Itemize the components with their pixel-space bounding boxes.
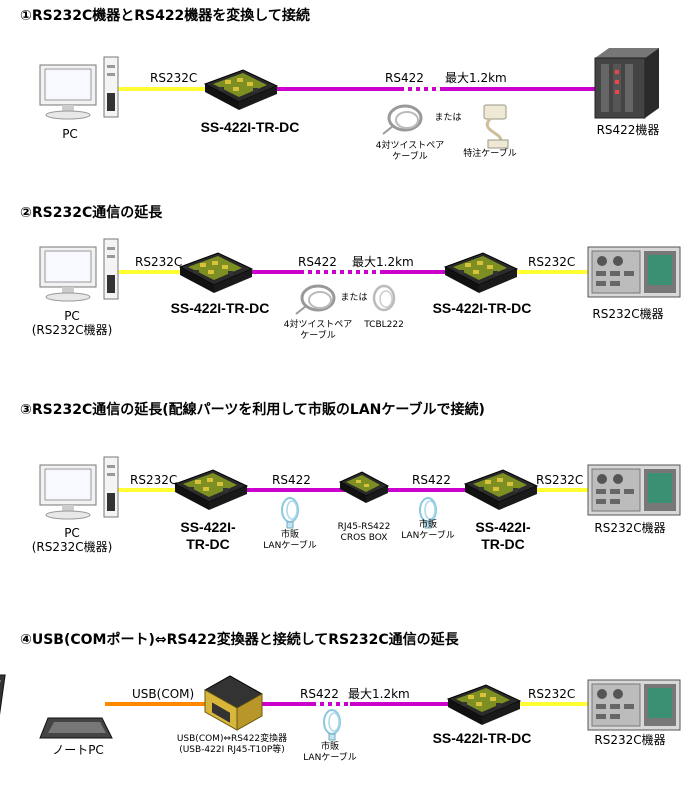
- converter-device-icon: [204, 69, 278, 111]
- section4-converter-line1: USB(COM)⇔RS422変換器: [177, 732, 287, 744]
- section3-device-left-line1: SS-422I-: [180, 519, 236, 535]
- section4-end-device-label: RS232C機器: [594, 732, 665, 747]
- section4-pc-label: ノートPC: [52, 743, 104, 757]
- section4-lan-line1: 市販: [321, 740, 339, 752]
- section2-rs422-label: RS422: [298, 255, 337, 269]
- desktop-pc-icon: [39, 56, 119, 120]
- section3-end-device-label: RS232C機器: [594, 520, 665, 535]
- section1-cable1-line2: ケーブル: [392, 150, 427, 162]
- converter-device-icon: [444, 252, 518, 294]
- desktop-pc-icon: [39, 456, 119, 520]
- rs232c-equipment-icon: [587, 246, 681, 298]
- section2-device-left-model: SS-422I-TR-DC: [171, 300, 270, 316]
- section4-title: ④USB(COMポート)⇔RS422変換器と接続してRS232C通信の延長: [20, 631, 460, 648]
- converter-device-icon: [174, 469, 248, 511]
- section3-title: ③RS232C通信の延長(配線パーツを利用して市販のLANケーブルで接続): [20, 401, 485, 418]
- lan-cable-icon: [323, 709, 341, 741]
- converter-device-icon: [464, 469, 538, 511]
- section4-usb-label: USB(COM): [132, 687, 194, 701]
- twisted-pair-cable-icon: [294, 284, 336, 316]
- section2-cable2-label: TCBL222: [363, 320, 404, 330]
- section1-distance-label: 最大1.2km: [445, 71, 507, 85]
- section2-title: ②RS232C通信の延長: [20, 204, 163, 221]
- section2-device-right-model: SS-422I-TR-DC: [433, 300, 532, 316]
- twisted-pair-cable-icon: [381, 104, 423, 136]
- section1-title: ①RS232C機器とRS422機器を変換して接続: [20, 7, 310, 24]
- converter-device-icon: [447, 684, 521, 726]
- section3-lan-left-line2: LANケーブル: [263, 539, 317, 551]
- section4-lan-line2: LANケーブル: [303, 751, 357, 763]
- section3-lan-right-line1: 市販: [419, 518, 437, 530]
- section4-rs422-label: RS422: [300, 687, 339, 701]
- section1-rs232c-label: RS232C: [150, 71, 197, 85]
- section3-rs232c-right-label: RS232C: [536, 473, 583, 487]
- section1-or-label: または: [434, 112, 461, 123]
- section1-pc-label: PC: [62, 127, 78, 141]
- section1-device-model: SS-422I-TR-DC: [201, 119, 300, 135]
- section2-distance-label: 最大1.2km: [352, 255, 414, 269]
- section3-box-line1: RJ45-RS422: [338, 522, 391, 532]
- section2-or-label: または: [340, 292, 367, 303]
- rs232c-equipment-icon: [587, 679, 681, 731]
- section3-device-left-line2: TR-DC: [186, 536, 230, 552]
- section3-box-line2: CROS BOX: [341, 533, 388, 543]
- section3-pc-line1: PC: [64, 526, 80, 540]
- section4-device-model: SS-422I-TR-DC: [433, 730, 532, 746]
- section3-rs422-left-label: RS422: [272, 473, 311, 487]
- section2-pc-line2: (RS232C機器): [32, 322, 113, 337]
- section3-device-right-line1: SS-422I-: [475, 519, 531, 535]
- section2-rs232c-right-label: RS232C: [528, 255, 575, 269]
- section3-lan-left-line1: 市販: [281, 528, 299, 540]
- section2-pc-line1: PC: [64, 309, 80, 323]
- rs232c-equipment-icon: [587, 464, 681, 516]
- section1-rs422-label: RS422: [385, 71, 424, 85]
- custom-cable-icon: [483, 104, 509, 149]
- section2-rs232c-left-label: RS232C: [135, 255, 182, 269]
- usb-converter-icon: [203, 675, 264, 731]
- section3-rs422-right-label: RS422: [412, 473, 451, 487]
- section2-cable1-line1: 4対ツイストペア: [284, 318, 352, 330]
- section4-distance-label: 最大1.2km: [348, 687, 410, 701]
- custom-cable-icon: [372, 284, 396, 312]
- section3-lan-right-line2: LANケーブル: [401, 529, 455, 541]
- section4-converter-line2: (USB-422I RJ45-T10P等): [179, 743, 285, 755]
- section2-end-device-label: RS232C機器: [592, 306, 663, 321]
- section3-pc-line2: (RS232C機器): [32, 539, 113, 554]
- section1-cable2-label: 特注ケーブル: [463, 147, 516, 159]
- section1-end-device-label: RS422機器: [597, 122, 660, 137]
- cros-box-icon: [338, 471, 390, 503]
- section4-rs232c-label: RS232C: [528, 687, 575, 701]
- rs422-equipment-icon: [594, 47, 660, 119]
- converter-device-icon: [179, 252, 253, 294]
- section2-cable1-line2: ケーブル: [300, 329, 335, 341]
- section1-cable1-line1: 4対ツイストペア: [376, 139, 444, 151]
- lan-cable-icon: [281, 497, 299, 529]
- desktop-pc-icon: [39, 238, 119, 302]
- section3-rs232c-left-label: RS232C: [130, 473, 177, 487]
- section3-device-right-line2: TR-DC: [481, 536, 525, 552]
- laptop-icon: [0, 674, 113, 739]
